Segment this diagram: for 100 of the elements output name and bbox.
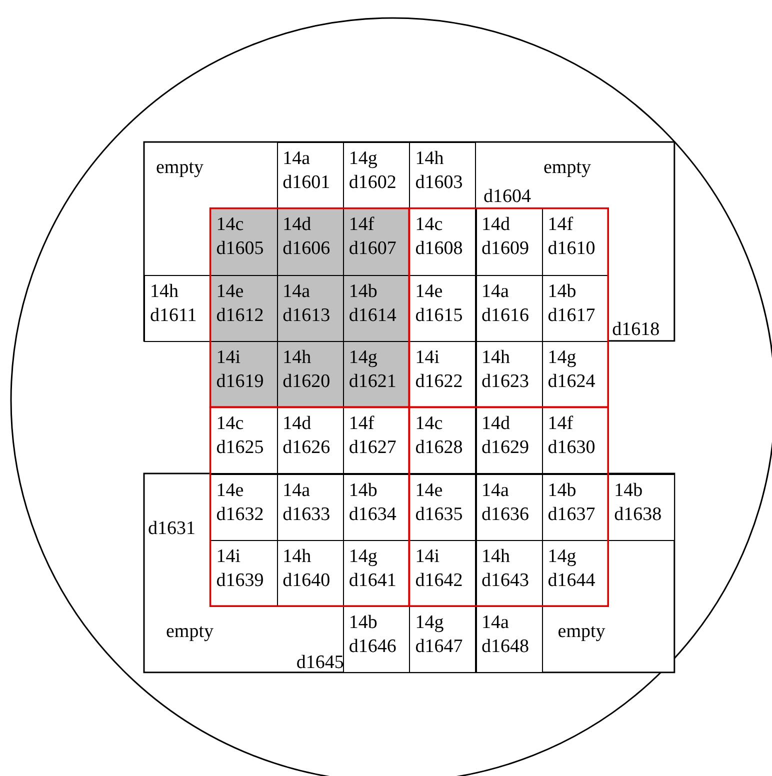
die-id: d1635 (415, 502, 464, 526)
die-label: 14b (348, 280, 378, 304)
die-id: d1637 (548, 502, 596, 526)
empty-label: empty (166, 620, 214, 644)
die-id: d1638 (614, 502, 663, 526)
die-id: d1621 (348, 370, 398, 394)
die-id: d1627 (348, 436, 398, 460)
die-id: d1636 (482, 502, 530, 526)
die-label: 14f (348, 213, 376, 238)
die-label: 14e (216, 478, 245, 502)
die-id: d1604 (484, 185, 531, 210)
die-label: 14a (282, 147, 312, 171)
die-cell (210, 274, 278, 342)
die-label: 14d (482, 412, 511, 436)
die-label: 14h (415, 147, 445, 171)
die-cell (276, 142, 344, 210)
die-label: 14e (415, 478, 444, 502)
die-label: 14g (548, 544, 578, 569)
die-id: d1631 (148, 516, 196, 541)
die-id: d1640 (282, 568, 332, 593)
die-label: 14f (348, 412, 376, 436)
die-label: 14c (415, 213, 444, 238)
die-id: d1601 (282, 171, 332, 195)
die-label: 14i (216, 346, 242, 370)
die-label: 14b (614, 478, 644, 502)
die-label: 14c (216, 412, 245, 436)
die-cell (476, 407, 543, 474)
die-cell (409, 474, 476, 541)
die-id: d1623 (482, 370, 530, 394)
die-cell (276, 274, 344, 342)
die-label: 14a (482, 478, 510, 502)
die-id: d1644 (548, 568, 596, 593)
die-id: d1648 (482, 635, 530, 660)
die-label: 14i (415, 544, 440, 569)
die-label: 14d (282, 213, 312, 238)
die-cell (409, 142, 476, 210)
die-id: d1614 (348, 304, 398, 328)
die-cell (409, 274, 476, 342)
die-label: 14i (415, 346, 440, 370)
die-label: 14d (482, 213, 511, 238)
die-label: 14e (216, 280, 245, 304)
die-id: d1646 (348, 635, 398, 660)
die-cell (342, 274, 410, 342)
die-id: d1624 (548, 370, 596, 394)
die-label: 14c (216, 213, 245, 238)
die-label: 14f (548, 412, 574, 436)
die-label: 14h (282, 346, 312, 370)
die-label: 14a (282, 280, 312, 304)
die-cell (476, 606, 543, 674)
die-cell (409, 407, 476, 474)
die-id: d1643 (482, 568, 530, 593)
die-label: 14b (548, 280, 578, 304)
die-id: d1605 (216, 237, 265, 262)
die-label: 14h (150, 280, 180, 304)
die-label: 14g (415, 611, 445, 636)
die-id: d1618 (612, 318, 660, 342)
die-cell (342, 208, 410, 276)
die-label: 14a (482, 280, 510, 304)
die-label: 14g (348, 544, 378, 569)
die-id: d1634 (348, 502, 398, 526)
die-id: d1641 (348, 568, 398, 593)
die-label: 14a (282, 478, 312, 502)
die-id: d1603 (415, 171, 464, 195)
die-label: 14i (216, 544, 242, 569)
die-id: d1607 (348, 237, 398, 262)
die-label: 14c (415, 412, 444, 436)
die-id: d1606 (282, 237, 332, 262)
die-id: d1628 (415, 436, 464, 460)
die-cell (409, 606, 476, 674)
die-id: d1611 (150, 304, 198, 328)
die-id: d1612 (216, 304, 265, 328)
die-id: d1645 (296, 651, 344, 676)
die-id: d1615 (415, 304, 464, 328)
die-cell (476, 274, 543, 342)
die-cell (476, 474, 543, 541)
die-id: d1617 (548, 304, 596, 328)
die-label: 14b (348, 478, 378, 502)
empty-label: empty (558, 620, 606, 644)
die-cell (608, 474, 676, 541)
empty-label: empty (544, 156, 591, 180)
die-id: d1629 (482, 436, 530, 460)
die-id: d1613 (282, 304, 332, 328)
die-id: d1647 (415, 635, 464, 660)
die-id: d1625 (216, 436, 265, 460)
die-label: 14f (548, 213, 574, 238)
die-label: 14h (482, 544, 511, 569)
die-label: 14g (348, 147, 378, 171)
die-label: 14b (548, 478, 578, 502)
die-label: 14g (548, 346, 578, 370)
die-cell (210, 340, 278, 408)
die-id: d1619 (216, 370, 265, 394)
die-id: d1620 (282, 370, 332, 394)
die-id: d1609 (482, 237, 530, 262)
die-id: d1642 (415, 568, 464, 593)
die-label: 14d (282, 412, 312, 436)
die-label: 14a (482, 611, 510, 636)
die-id: d1622 (415, 370, 464, 394)
die-label: 14h (482, 346, 511, 370)
die-cell (276, 340, 344, 408)
die-label: 14b (348, 611, 378, 636)
